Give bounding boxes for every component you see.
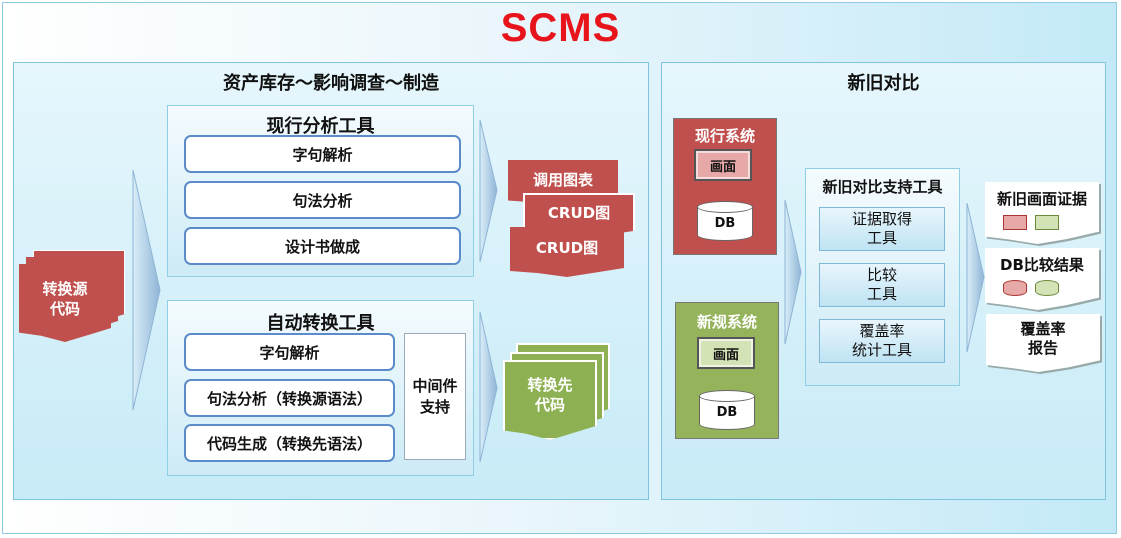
db-compare-doc: DB比较结果 bbox=[985, 248, 1099, 310]
asset-inventory-title: 资产库存～影响调查～制造 bbox=[223, 73, 439, 94]
current-screen-box: 画面 bbox=[694, 149, 752, 181]
middleware-support-box: 中间件 支持 bbox=[404, 333, 466, 460]
convert-syntax-analysis: 句法分析（转换源语法） bbox=[184, 379, 395, 417]
page-title: SCMS bbox=[500, 6, 621, 50]
arrow-compare-to-results bbox=[966, 202, 985, 353]
green-db-thumb bbox=[1035, 280, 1059, 296]
convert-code-generation: 代码生成（转换先语法） bbox=[184, 424, 395, 462]
coverage-report-label: 覆盖率 报告 bbox=[1020, 320, 1066, 357]
arrow-analysis-to-outputs bbox=[479, 119, 498, 263]
compare-tool-box: 比较 工具 bbox=[819, 263, 945, 307]
red-screen-thumb bbox=[1003, 215, 1027, 230]
crud-diagram-doc-2: CRUD图 bbox=[510, 227, 624, 277]
analysis-design-doc: 设计书做成 bbox=[184, 227, 461, 265]
current-db-cylinder: DB bbox=[697, 201, 753, 241]
new-db-label: DB bbox=[716, 405, 738, 420]
analysis-tool-title: 现行分析工具 bbox=[266, 116, 375, 137]
red-db-thumb bbox=[1003, 280, 1027, 296]
green-screen-thumb bbox=[1035, 215, 1059, 230]
current-db-label: DB bbox=[714, 216, 736, 231]
coverage-report-doc: 覆盖率 报告 bbox=[986, 314, 1100, 372]
screen-evidence-label: 新旧画面证据 bbox=[996, 190, 1087, 208]
source-code-doc: 转换源 代码 bbox=[19, 264, 111, 342]
analysis-syntax-analysis: 句法分析 bbox=[184, 181, 461, 219]
convert-lexical-parse: 字句解析 bbox=[184, 333, 395, 371]
arrow-source-to-tools bbox=[132, 169, 161, 411]
screen-evidence-doc: 新旧画面证据 bbox=[985, 182, 1099, 244]
comparison-title: 新旧对比 bbox=[847, 73, 920, 94]
arrow-systems-to-compare bbox=[784, 199, 802, 345]
current-system-title: 现行系统 bbox=[694, 127, 755, 145]
coverage-tool-box: 覆盖率 统计工具 bbox=[819, 319, 945, 363]
arrow-convert-to-output bbox=[479, 311, 498, 463]
target-code-doc: 转换先 代码 bbox=[503, 360, 597, 440]
convert-tool-title: 自动转换工具 bbox=[266, 313, 375, 334]
new-db-cylinder: DB bbox=[699, 390, 755, 430]
evidence-tool-box: 证据取得 工具 bbox=[819, 207, 945, 251]
new-screen-box: 画面 bbox=[697, 337, 755, 369]
new-system-title: 新规系统 bbox=[696, 313, 757, 331]
compare-tool-title: 新旧对比支持工具 bbox=[822, 178, 943, 196]
analysis-lexical-parse: 字句解析 bbox=[184, 135, 461, 173]
current-system-box: 现行系统 bbox=[673, 118, 777, 255]
db-compare-label: DB比较结果 bbox=[1000, 256, 1084, 274]
